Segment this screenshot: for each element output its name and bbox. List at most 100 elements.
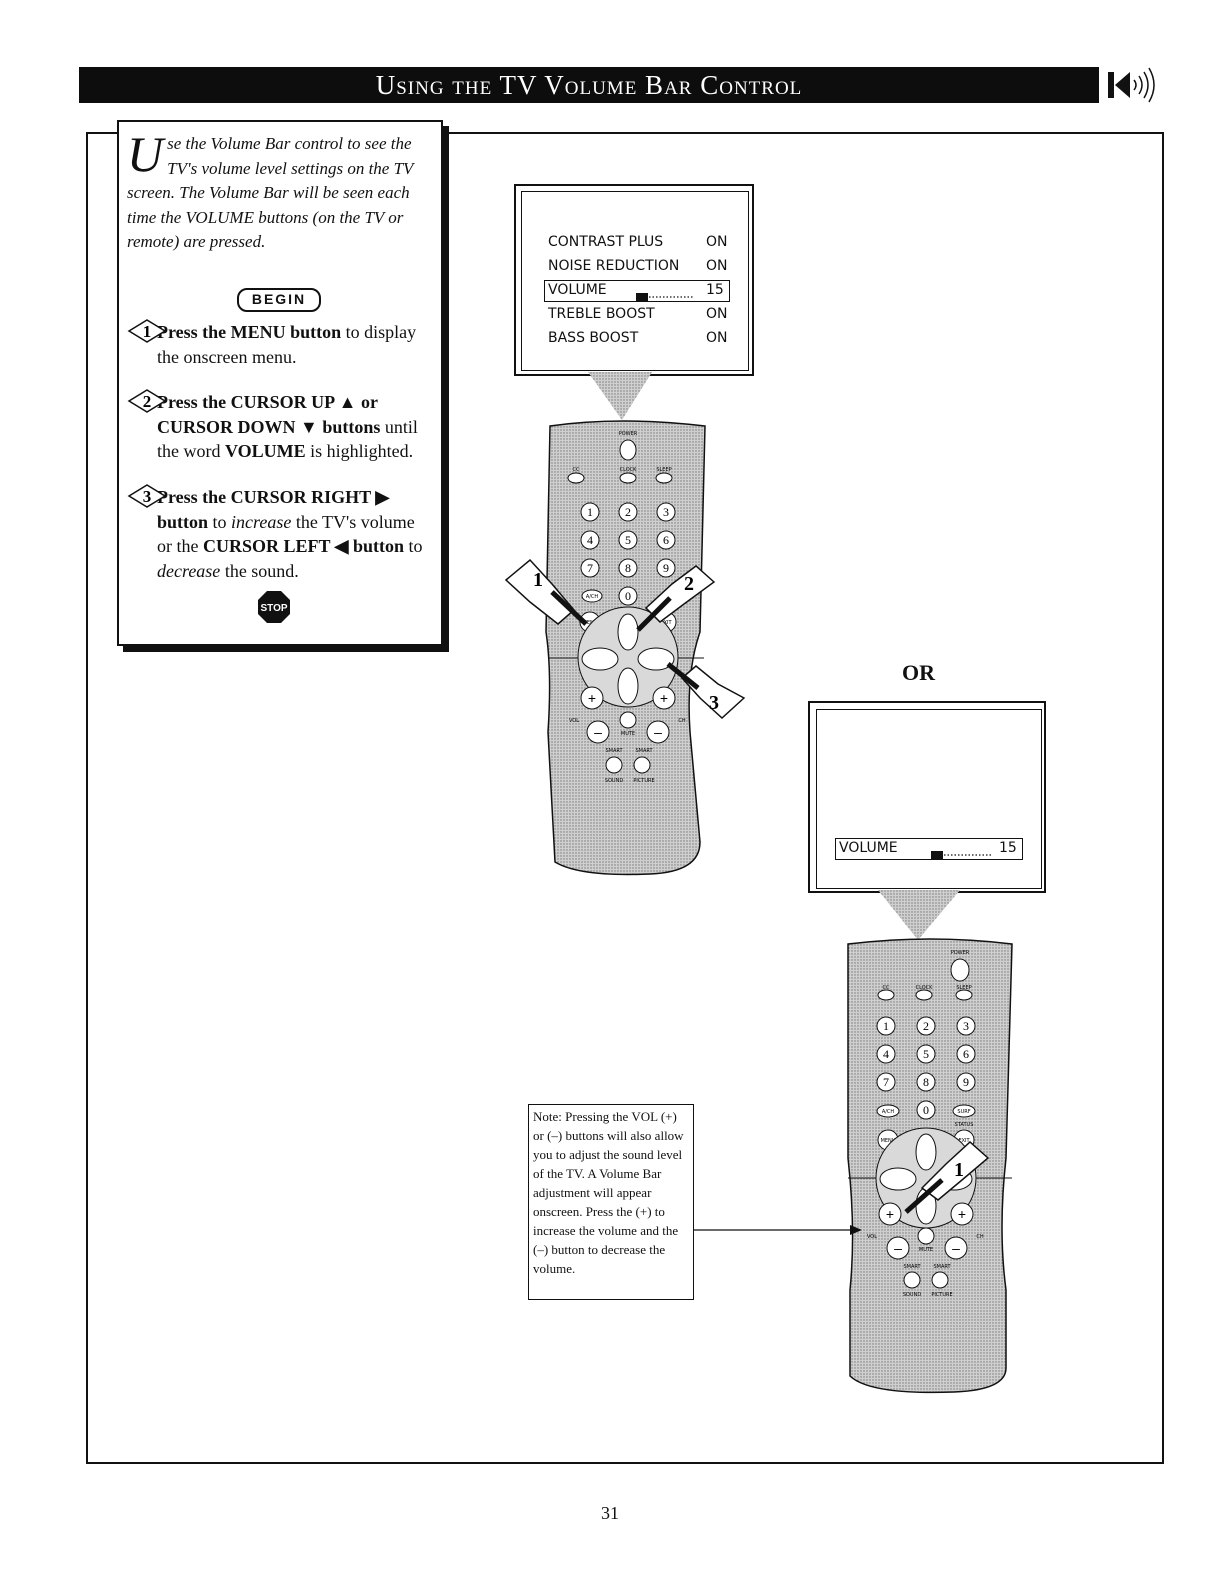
note-arrow-icon xyxy=(694,1225,862,1235)
menu-row-label: NOISE REDUCTION xyxy=(548,258,680,274)
smart-sound-button[interactable] xyxy=(605,756,623,774)
digit-0-button[interactable] xyxy=(618,586,638,606)
ach-button[interactable] xyxy=(581,589,603,603)
digit-5-button[interactable] xyxy=(916,1044,936,1064)
svg-text:CLOCK: CLOCK xyxy=(620,467,638,473)
digit-1-button[interactable] xyxy=(876,1016,896,1036)
callout-3-icon: 3 xyxy=(666,662,746,720)
step-3-decrease: decrease xyxy=(157,560,221,581)
surf-button[interactable] xyxy=(952,1104,976,1118)
svg-text:MUTE: MUTE xyxy=(621,731,635,737)
tv-screen-menu: CONTRAST PLUS ON NOISE REDUCTION ON VOLU… xyxy=(514,184,754,376)
callout-1-icon: 1 xyxy=(904,1140,990,1214)
svg-text:VOL: VOL xyxy=(569,718,579,724)
step-1: 1 Press the MENU button to display the o… xyxy=(127,319,427,369)
intro-dropcap: U xyxy=(127,126,164,182)
tv-screen-volume: VOLUME 15 xyxy=(808,701,1046,893)
vol-up-button[interactable] xyxy=(878,1202,902,1226)
digit-3-button[interactable] xyxy=(656,502,676,522)
digit-5-button[interactable] xyxy=(618,530,638,550)
digit-8-button[interactable] xyxy=(618,558,638,578)
step-2-tail: is highlighted. xyxy=(305,441,414,461)
ch-down-button[interactable] xyxy=(646,720,670,744)
cc-button[interactable] xyxy=(567,472,585,484)
callout-1-icon: 1 xyxy=(504,558,588,626)
cursor-up-button[interactable] xyxy=(617,613,639,651)
begin-badge: BEGIN xyxy=(237,288,321,312)
svg-text:0: 0 xyxy=(923,1103,929,1117)
digit-8-button[interactable] xyxy=(916,1072,936,1092)
vol-up-button[interactable] xyxy=(580,686,604,710)
ch-up-button[interactable] xyxy=(950,1202,974,1226)
power-button[interactable] xyxy=(619,439,637,461)
menu-row-label: VOLUME xyxy=(548,282,607,298)
digit-9-button[interactable] xyxy=(956,1072,976,1092)
svg-text:CH: CH xyxy=(678,718,685,724)
menu-row-value: ON xyxy=(706,258,728,274)
smart-picture-button[interactable] xyxy=(931,1271,949,1289)
mute-button[interactable] xyxy=(917,1227,935,1245)
step-2: 2 Press the CURSOR UP ▲ or CURSOR DOWN ▼… xyxy=(127,389,427,464)
digit-2-button[interactable] xyxy=(618,502,638,522)
cursor-left-button[interactable] xyxy=(581,647,619,671)
step-3-text-b: the TV's volume or the xyxy=(157,511,415,557)
ir-beam xyxy=(878,890,960,940)
digit-6-button[interactable] xyxy=(656,530,676,550)
step-2-marker-icon: 2 xyxy=(127,389,167,413)
ach-button[interactable] xyxy=(876,1104,900,1118)
cursor-up-button[interactable] xyxy=(915,1133,937,1171)
sleep-button[interactable] xyxy=(955,989,973,1001)
volume-highlight xyxy=(544,280,730,302)
remote-control-illustration-2: POWER CC CLOCK SLEEP 1 2 3 4 5 6 7 8 9 0… xyxy=(847,890,1013,1394)
cursor-down-button[interactable] xyxy=(617,667,639,705)
smart-picture-button[interactable] xyxy=(633,756,651,774)
mute-button[interactable] xyxy=(619,711,637,729)
svg-text:SOUND: SOUND xyxy=(605,778,624,784)
digit-7-button[interactable] xyxy=(876,1072,896,1092)
menu-row-label: BASS BOOST xyxy=(548,330,639,346)
digit-1-button[interactable] xyxy=(580,502,600,522)
svg-text:EXIT: EXIT xyxy=(958,1138,970,1144)
cc-button[interactable] xyxy=(877,989,895,1001)
digit-4-button[interactable] xyxy=(580,530,600,550)
ir-beam xyxy=(588,372,652,420)
volume-bar xyxy=(931,846,991,864)
power-button[interactable] xyxy=(950,958,970,982)
smart-sound-button[interactable] xyxy=(903,1271,921,1289)
digit-3-button[interactable] xyxy=(956,1016,976,1036)
cursor-left-button[interactable] xyxy=(879,1167,917,1191)
vol-down-button[interactable] xyxy=(586,720,610,744)
step-1-text: to display the onscreen menu. xyxy=(157,322,417,367)
or-label: OR xyxy=(902,660,935,685)
digit-6-button[interactable] xyxy=(956,1044,976,1064)
svg-text:MENU: MENU xyxy=(881,1138,896,1144)
speaker-volume-icon xyxy=(1104,66,1160,104)
digit-2-button[interactable] xyxy=(916,1016,936,1036)
svg-text:SMART: SMART xyxy=(933,1264,951,1270)
ch-up-button[interactable] xyxy=(652,686,676,710)
digit-4-button[interactable] xyxy=(876,1044,896,1064)
intro-body: se the Volume Bar control to see the TV'… xyxy=(127,134,414,251)
digit-7-button[interactable] xyxy=(580,558,600,578)
step-2-text: until the word xyxy=(157,416,418,462)
svg-text:2: 2 xyxy=(143,392,152,411)
svg-text:SLEEP: SLEEP xyxy=(656,467,671,473)
cursor-right-button[interactable] xyxy=(637,647,675,671)
digit-0-button[interactable] xyxy=(916,1100,936,1120)
svg-text:–: – xyxy=(952,1240,960,1256)
clock-button[interactable] xyxy=(915,989,933,1001)
svg-text:MENU: MENU xyxy=(583,620,598,626)
svg-text:VOL: VOL xyxy=(867,1234,877,1240)
svg-text:0: 0 xyxy=(625,589,631,603)
sleep-button[interactable] xyxy=(655,472,673,484)
svg-text:SMART: SMART xyxy=(903,1264,921,1270)
step-3-text-c: to xyxy=(404,536,423,556)
ch-down-button[interactable] xyxy=(944,1236,968,1260)
page-title: Using the TV Volume Bar Control xyxy=(79,67,1099,103)
svg-text:2: 2 xyxy=(923,1019,929,1033)
vol-down-button[interactable] xyxy=(886,1236,910,1260)
digit-9-button[interactable] xyxy=(656,558,676,578)
clock-button[interactable] xyxy=(619,472,637,484)
svg-text:+: + xyxy=(588,690,596,706)
